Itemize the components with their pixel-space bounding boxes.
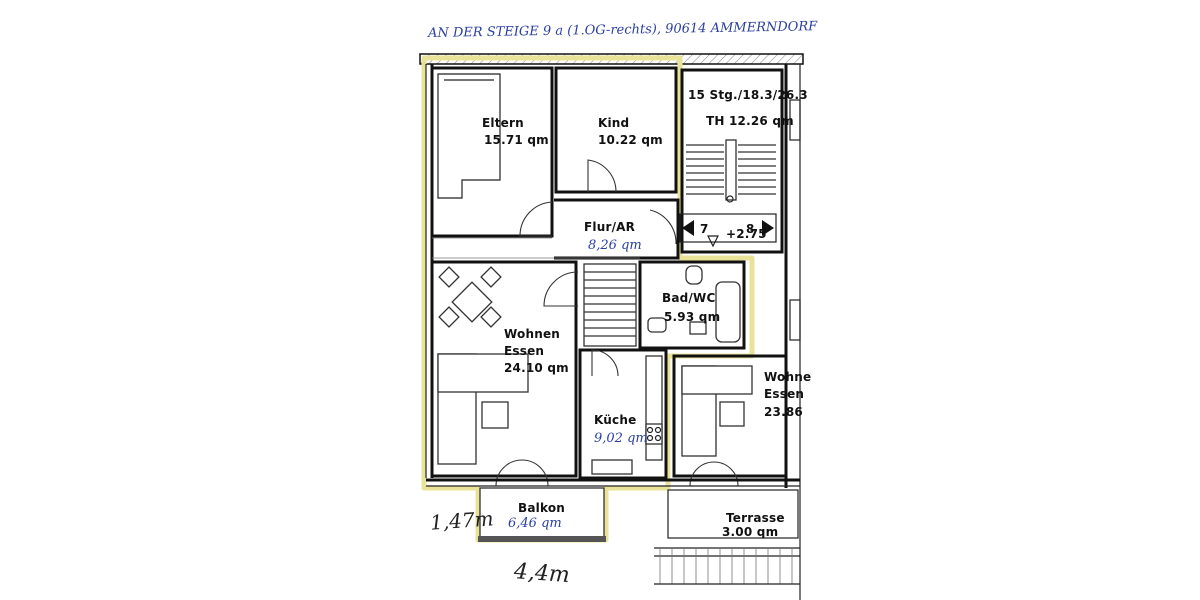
room-kueche xyxy=(578,348,668,480)
svg-text:8: 8 xyxy=(746,222,755,236)
svg-text:9,02 qm: 9,02 qm xyxy=(594,431,648,446)
svg-text:Kind: Kind xyxy=(598,116,629,130)
svg-text:10.22 qm: 10.22 qm xyxy=(598,133,663,147)
bathtub xyxy=(715,281,741,343)
label-balkon: Balkon 6,46 qm xyxy=(508,501,565,531)
room-wohnen xyxy=(430,260,578,478)
svg-text:8,26 qm: 8,26 qm xyxy=(588,238,642,253)
stove xyxy=(645,423,663,445)
sofa xyxy=(437,353,529,465)
label-flur: Flur/AR 8,26 qm xyxy=(584,220,642,253)
label-neighbor-wohnen: Wohne Essen 23.86 xyxy=(764,370,811,419)
svg-text:TH 12.26 qm: TH 12.26 qm xyxy=(706,114,794,128)
svg-text:Wohne: Wohne xyxy=(764,370,811,384)
svg-text:15 Stg./18.3/26.3: 15 Stg./18.3/26.3 xyxy=(688,88,808,102)
svg-text:Terrasse: Terrasse xyxy=(726,511,785,525)
svg-text:Balkon: Balkon xyxy=(518,501,565,515)
toilet xyxy=(685,265,703,285)
stairs-upper xyxy=(686,139,776,201)
svg-text:+2.75: +2.75 xyxy=(726,227,767,241)
stairs-lower xyxy=(583,263,637,347)
apartment-highlight xyxy=(421,55,755,543)
label-stairwell: 15 Stg./18.3/26.3 TH 12.26 qm xyxy=(688,88,808,128)
terrace-railing xyxy=(654,547,800,585)
label-bad: Bad/WC 5.93 qm xyxy=(662,291,720,324)
label-kind: Kind 10.22 qm xyxy=(598,116,663,147)
svg-text:Bad/WC: Bad/WC xyxy=(662,291,715,305)
svg-text:Wohnen: Wohnen xyxy=(504,327,560,341)
svg-text:24.10 qm: 24.10 qm xyxy=(504,361,569,375)
label-eltern: Eltern 15.71 qm xyxy=(482,116,549,147)
label-kueche: Küche 9,02 qm xyxy=(594,413,648,446)
room-kind xyxy=(554,66,678,194)
svg-text:6,46 qm: 6,46 qm xyxy=(508,516,562,531)
sink xyxy=(647,317,667,333)
svg-text:Flur/AR: Flur/AR xyxy=(584,220,635,234)
room-stairwell xyxy=(680,68,784,254)
landing-marker: 7 +2.75 8 xyxy=(679,213,777,248)
dining-table xyxy=(438,266,502,328)
svg-text:23.86: 23.86 xyxy=(764,405,803,419)
label-wohnen: Wohnen Essen 24.10 qm xyxy=(504,327,569,375)
svg-text:Küche: Küche xyxy=(594,413,636,427)
room-neighbor-wohnen xyxy=(672,354,788,478)
svg-text:15.71 qm: 15.71 qm xyxy=(484,133,549,147)
address-note: AN DER STEIGE 9 a (1.OG-rechts), 90614 A… xyxy=(427,19,818,41)
dimension-balcony-width: 4,4m xyxy=(512,559,570,588)
terrasse xyxy=(667,489,799,539)
label-terrasse: Terrasse 3.00 qm xyxy=(722,511,785,539)
svg-text:7: 7 xyxy=(700,222,709,236)
svg-text:Eltern: Eltern xyxy=(482,116,524,130)
svg-text:5.93 qm: 5.93 qm xyxy=(664,310,720,324)
svg-text:Essen: Essen xyxy=(764,387,804,401)
room-bad xyxy=(638,260,746,350)
room-eltern xyxy=(430,66,554,238)
dimension-balcony-depth: 1,47m xyxy=(429,506,494,534)
svg-text:3.00 qm: 3.00 qm xyxy=(722,525,778,539)
svg-text:Essen: Essen xyxy=(504,344,544,358)
